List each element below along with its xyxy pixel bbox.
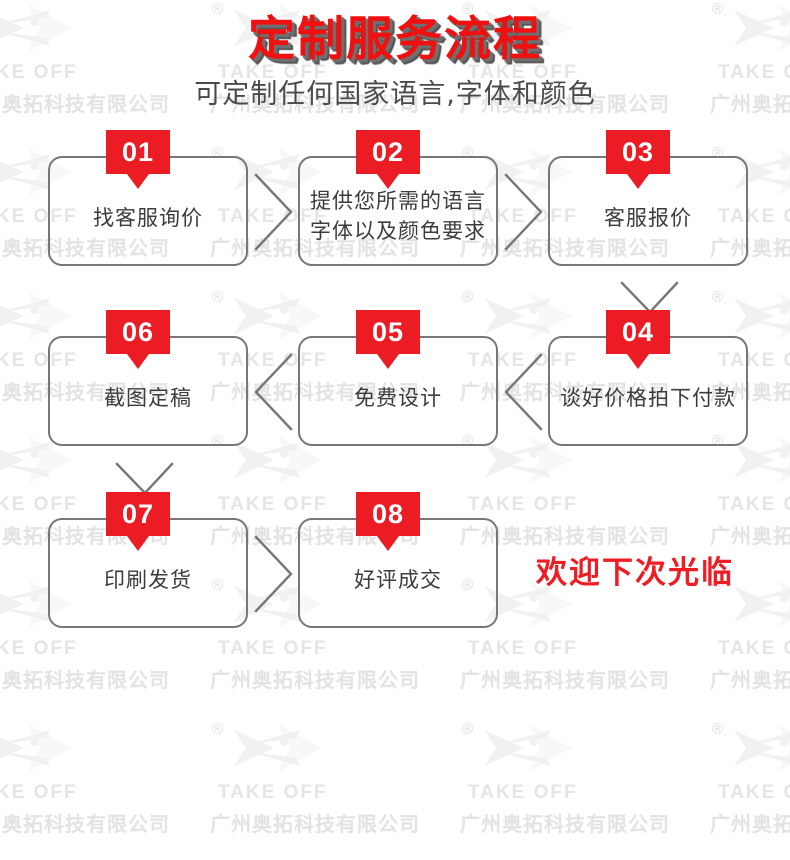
chevron-right-01-02-icon — [254, 173, 294, 251]
step-label-02: 提供您所需的语言 字体以及颜色要求 — [310, 189, 486, 243]
step-badge-01: 01 — [106, 130, 170, 174]
chevron-right-07-08-icon — [254, 535, 294, 613]
watermark-brand: TAKE OFF — [468, 782, 578, 803]
step-badge-07: 07 — [106, 492, 170, 536]
step-label-04: 谈好价格拍下付款 — [560, 386, 736, 410]
step-badge-02: 02 — [356, 130, 420, 174]
chevron-right-02-03-icon — [504, 173, 544, 251]
watermark-company: 广州奥拓科技有限公司 — [210, 812, 420, 836]
step-label-08: 好评成交 — [354, 568, 442, 592]
watermark-brand: TAKE OFF — [718, 782, 790, 803]
step-badge-04: 04 — [606, 310, 670, 354]
step-badge-08: 08 — [356, 492, 420, 536]
watermark-tile: ® TAKE OFF 广州奥拓科技有限公司 — [460, 720, 710, 860]
takeoff-bird-logo-icon — [734, 724, 790, 772]
watermark-tile: ® TAKE OFF 广州奥拓科技有限公司 — [710, 720, 790, 860]
takeoff-bird-logo-icon — [0, 724, 72, 772]
step-badge-05: 05 — [356, 310, 420, 354]
chevron-down-06-07-icon — [115, 462, 175, 496]
step-label-03: 客服报价 — [604, 206, 692, 230]
watermark-registered-mark: ® — [460, 720, 475, 738]
takeoff-bird-logo-icon — [484, 724, 572, 772]
watermark-brand: TAKE OFF — [0, 782, 78, 803]
watermark-company: 广州奥拓科技有限公司 — [0, 812, 170, 836]
page-subtitle: 可定制任何国家语言,字体和颜色 — [194, 79, 596, 110]
step-badge-06: 06 — [106, 310, 170, 354]
page-title: 定制服务流程 — [247, 11, 542, 69]
step-label-07: 印刷发货 — [104, 568, 192, 592]
content-layer: 定制服务流程 可定制任何国家语言,字体和颜色 找客服询价 01 提供您所需的语言 字… — [0, 0, 790, 684]
step-label-05: 免费设计 — [354, 386, 442, 410]
watermark-tile: ® TAKE OFF 广州奥拓科技有限公司 — [210, 720, 460, 860]
takeoff-bird-logo-icon — [234, 724, 322, 772]
page-header: 定制服务流程 可定制任何国家语言,字体和颜色 — [0, 0, 790, 112]
chevron-left-04-05-icon — [504, 353, 544, 431]
closing-note: 欢迎下次光临 — [536, 555, 734, 591]
watermark-company: 广州奥拓科技有限公司 — [710, 812, 790, 836]
step-label-01: 找客服询价 — [93, 206, 203, 230]
watermark-brand: TAKE OFF — [218, 782, 328, 803]
watermark-registered-mark: ® — [710, 720, 725, 738]
watermark-company: 广州奥拓科技有限公司 — [460, 812, 670, 836]
chevron-left-05-06-icon — [254, 353, 294, 431]
step-badge-03: 03 — [606, 130, 670, 174]
step-label-06: 截图定稿 — [104, 386, 192, 410]
watermark-registered-mark: ® — [210, 720, 225, 738]
step-box-04[interactable]: 谈好价格拍下付款 — [548, 336, 748, 446]
